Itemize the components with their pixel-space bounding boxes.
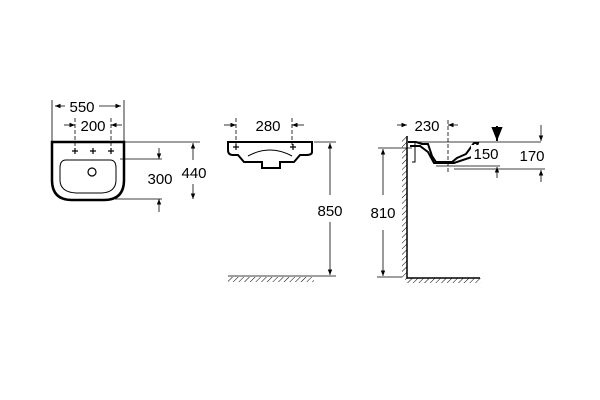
tap-hole-icons [72,148,114,154]
basin-side-outline [227,141,313,169]
depth-label: 440 [181,165,206,182]
wall-hatch [402,136,407,278]
bowl-depth-label: 300 [147,171,172,188]
wall-height-label: 810 [370,205,395,222]
bowl-outline [59,159,117,194]
tap-spacing-label: 200 [80,118,105,135]
drain-icon [87,167,97,177]
width-label: 550 [69,99,94,116]
bowl-height-label: 150 [473,146,498,163]
installation-height-label: 850 [317,203,342,220]
projection-label: 230 [414,118,439,135]
front-view [50,100,200,212]
basin-outline [50,140,126,202]
dimension-lines [51,100,200,212]
floor-hatch [228,277,314,282]
side-view [224,118,336,282]
side-tap-spacing-label: 280 [255,118,280,135]
floor-hatch [405,278,481,283]
basin-wall-outline [408,141,480,164]
total-height-label: 170 [519,148,544,165]
wall-view [377,120,545,283]
